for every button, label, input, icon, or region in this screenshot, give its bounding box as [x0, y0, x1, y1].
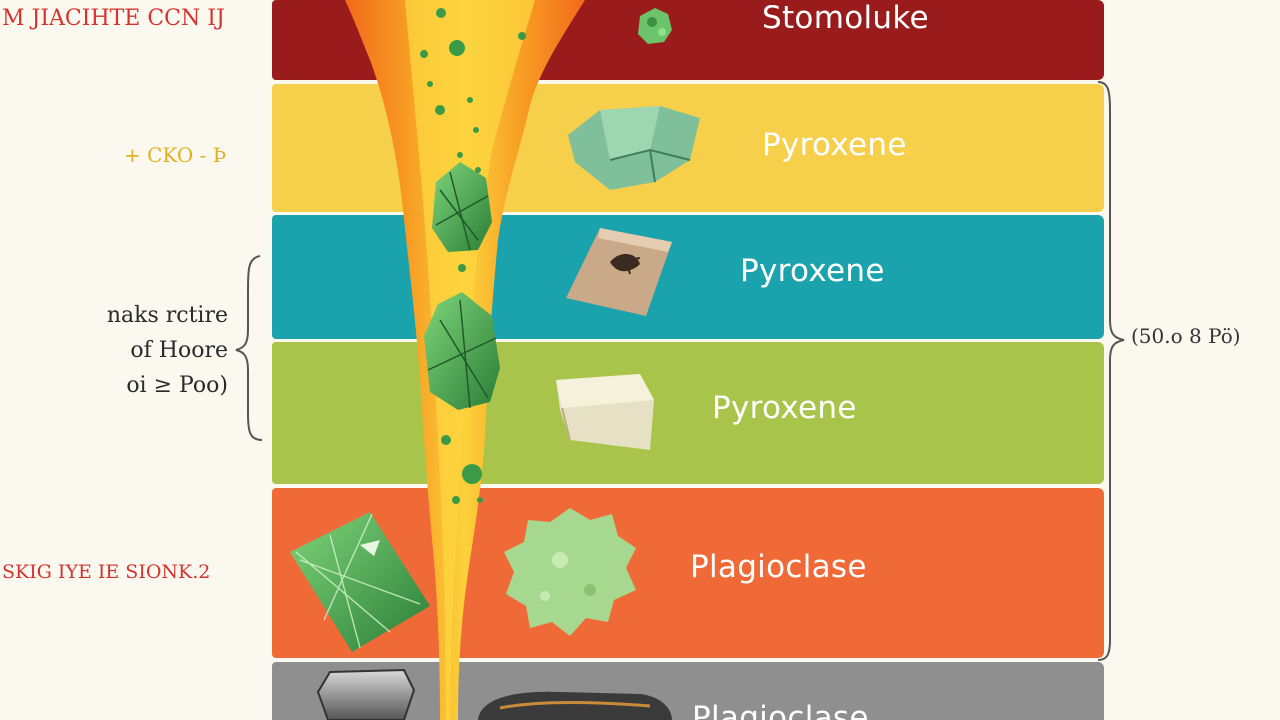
plume-crystal-lower [424, 292, 500, 410]
layer-label-6: Plagioclase [692, 700, 869, 720]
layer-band-5 [272, 488, 1104, 658]
pale-stone-icon [556, 374, 654, 450]
left-note-line-1: naks rctire [106, 303, 228, 328]
grey-rock-icon [316, 668, 672, 720]
layer-label-3: Pyroxene [740, 253, 885, 289]
right-note: (50.o 8 Pö) [1131, 324, 1241, 348]
left-brace [235, 255, 263, 441]
right-brace [1097, 81, 1125, 661]
layer-label-5: Plagioclase [690, 549, 867, 585]
lava-bubbles [420, 8, 526, 504]
green-crystal-large-icon [290, 512, 430, 652]
upper-left-label: + CKO - Þ [124, 143, 227, 167]
pyroxene-crystal-icon [568, 106, 700, 190]
top-left-label: M JIACIHTE CCN IJ [2, 6, 225, 31]
plume-crystal-upper [432, 162, 492, 252]
layer-label-4: Pyroxene [712, 390, 857, 426]
left-note: naks rctire of Hoore oi ≥ Poo) [70, 298, 228, 403]
layer-label-1: Stomoluke [762, 0, 929, 36]
fossil-slab-icon [566, 228, 672, 316]
left-note-line-2: of Hoore [130, 338, 228, 363]
layer-band-4 [272, 342, 1104, 484]
left-note-line-3: oi ≥ Poo) [126, 373, 228, 398]
plagioclase-crystal-icon [504, 508, 636, 636]
olivine-crystal-icon [638, 8, 672, 44]
lower-left-label: SKIG IYE IE SIONK.2 [2, 561, 211, 583]
layer-label-2: Pyroxene [762, 127, 907, 163]
